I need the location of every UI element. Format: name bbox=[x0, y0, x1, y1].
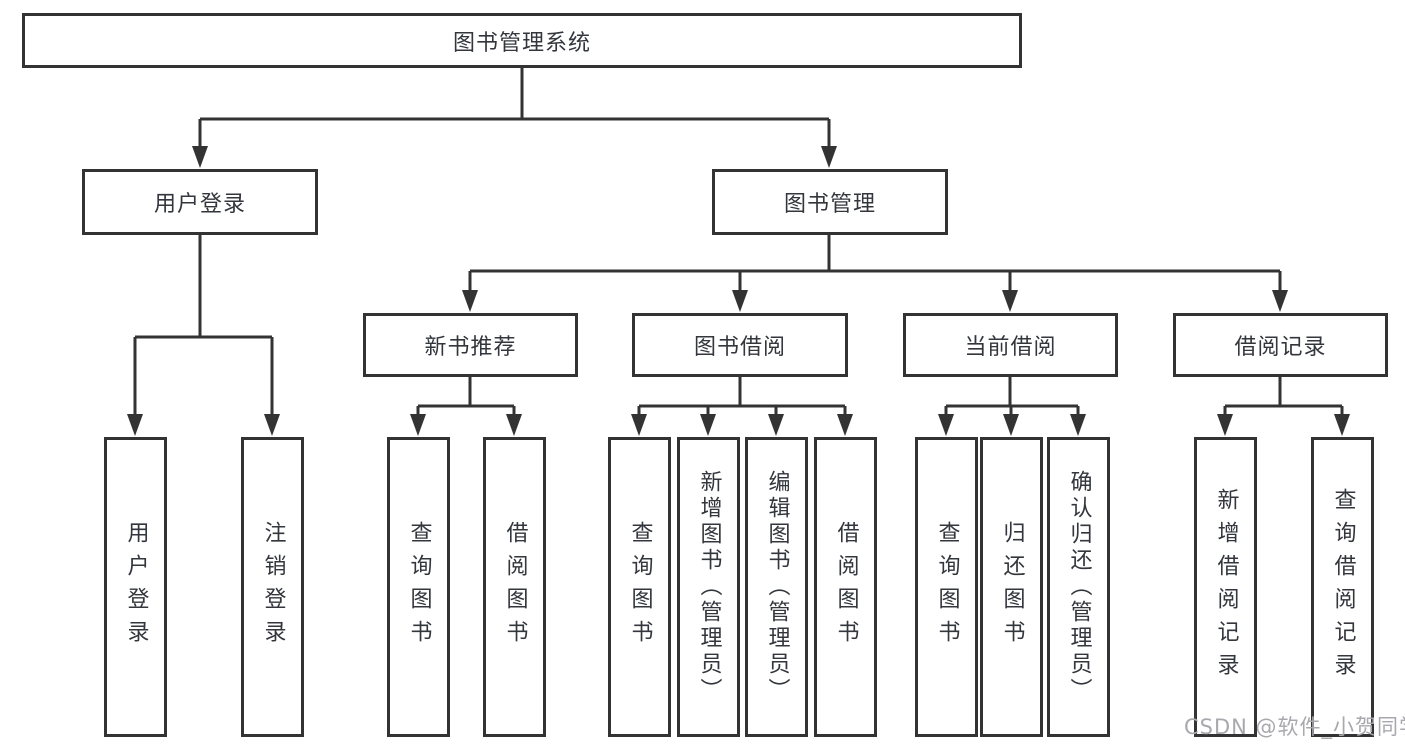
leaf-query-book-current: 查询图书 bbox=[915, 437, 978, 737]
leaf-query-book-recommend: 查询图书 bbox=[387, 437, 450, 737]
node-root: 图书管理系统 bbox=[22, 13, 1022, 68]
leaf-add-borrow-record: 新增借阅记录 bbox=[1194, 437, 1257, 737]
leaf-query-borrow-record: 查询借阅记录 bbox=[1311, 437, 1374, 737]
leaf-edit-book-admin: 编辑图书（管理员） bbox=[745, 437, 808, 737]
csdn-watermark: CSDN @软件_小贺同学 bbox=[1184, 715, 1405, 739]
leaf-confirm-return-admin: 确认归还（管理员） bbox=[1047, 437, 1110, 737]
node-book-borrow: 图书借阅 bbox=[632, 313, 848, 377]
leaf-logout: 注销登录 bbox=[241, 437, 304, 737]
leaf-query-book-borrow: 查询图书 bbox=[608, 437, 671, 737]
leaf-borrow-book-recommend: 借阅图书 bbox=[483, 437, 546, 737]
node-user-login: 用户登录 bbox=[82, 169, 318, 235]
node-new-book-recommend: 新书推荐 bbox=[363, 313, 578, 377]
leaf-borrow-book: 借阅图书 bbox=[814, 437, 877, 737]
arrowheads bbox=[127, 146, 1350, 436]
leaf-add-book-admin: 新增图书（管理员） bbox=[677, 437, 740, 737]
leaf-return-book: 归还图书 bbox=[980, 437, 1043, 737]
node-borrow-records: 借阅记录 bbox=[1173, 313, 1388, 377]
node-book-management: 图书管理 bbox=[712, 169, 948, 235]
leaf-user-login: 用户登录 bbox=[104, 437, 167, 737]
node-current-borrow: 当前借阅 bbox=[903, 313, 1118, 377]
